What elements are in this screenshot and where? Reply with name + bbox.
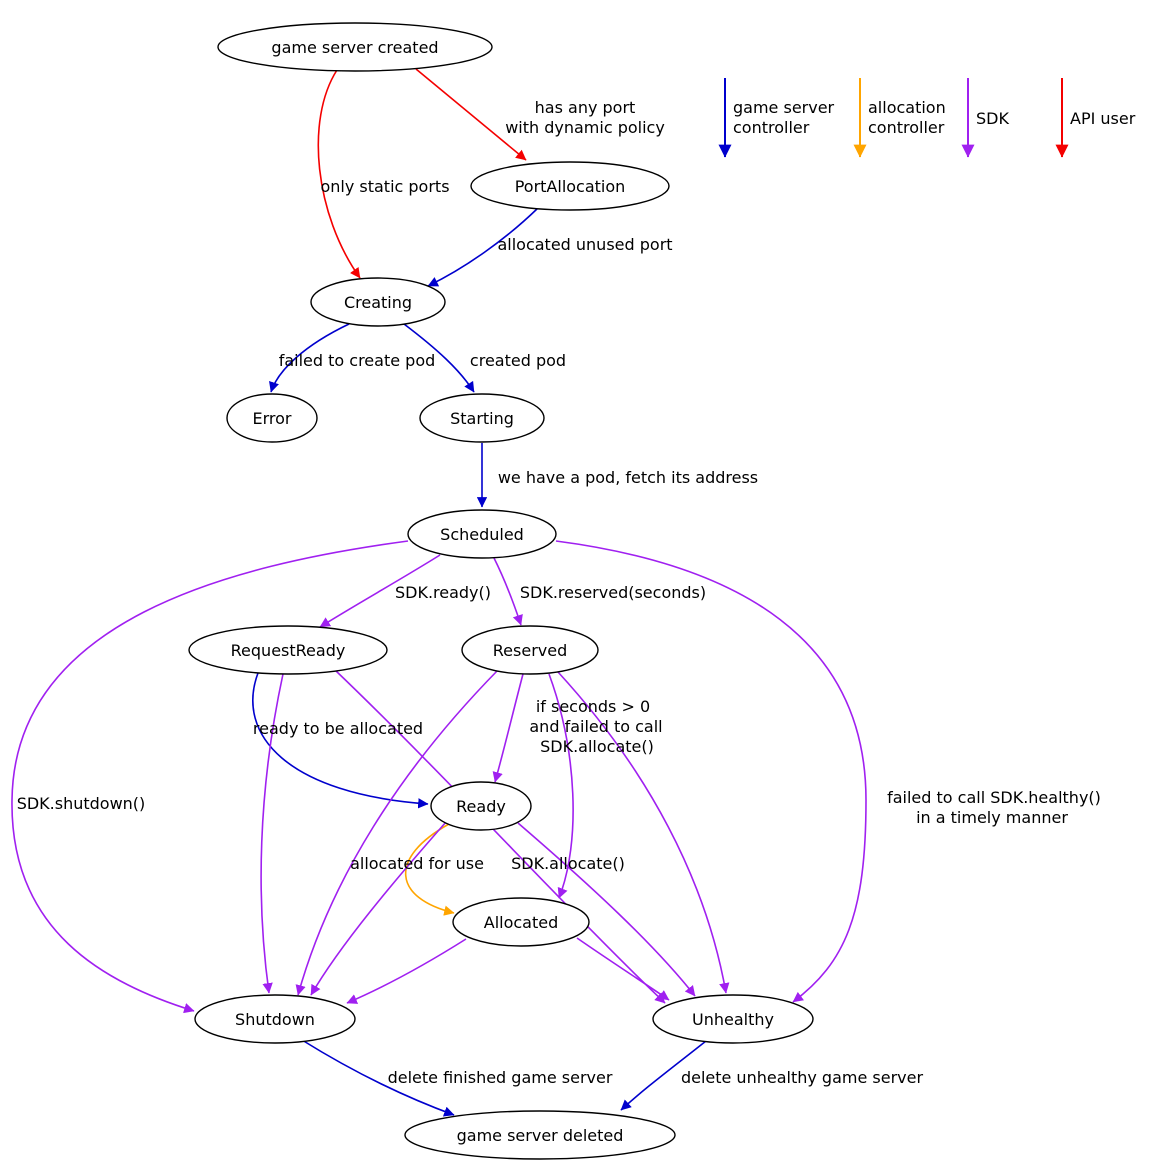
- node-error-shape: [226, 393, 318, 443]
- node-ready-shape: [430, 781, 532, 831]
- edge-reserved-to-unhealthy: [557, 671, 730, 994]
- edge-label-if-seconds-line1: if seconds > 0: [536, 697, 650, 716]
- edge-label-allocated-unused-port: allocated unused port: [497, 235, 672, 254]
- node-game-server-deleted-label: game server deleted: [457, 1126, 624, 1145]
- node-creating-label: Creating: [344, 293, 412, 312]
- edge-label-delete-unhealthy: delete unhealthy game server: [681, 1068, 924, 1087]
- node-scheduled: Scheduled: [407, 509, 557, 559]
- edge-label-has-any-port-line1: has any port: [535, 98, 636, 117]
- edge-allocated-to-shutdown: [346, 938, 467, 1004]
- edge-label-if-seconds-line2: and failed to call: [529, 717, 662, 736]
- edge-label-only-static-ports: only static ports: [320, 177, 449, 196]
- edge-label-if-seconds-line3: SDK.allocate(): [540, 737, 654, 756]
- edge-label-failed-to-create-pod: failed to create pod: [279, 351, 436, 370]
- edge-label-fetch-address: we have a pod, fetch its address: [498, 468, 758, 487]
- node-game-server-deleted: game server deleted: [404, 1110, 676, 1160]
- legend-label-controller-2: controller: [868, 118, 945, 137]
- node-creating: Creating: [310, 277, 446, 327]
- node-port-allocation-label: PortAllocation: [515, 177, 626, 196]
- node-starting-shape: [419, 393, 545, 443]
- edge-ready-to-unhealthy: [517, 822, 696, 997]
- edge-ready-to-allocated: [404, 823, 455, 916]
- node-shutdown-label: Shutdown: [235, 1010, 315, 1029]
- edge-creating-to-starting: [403, 323, 475, 393]
- node-allocated-shape: [452, 897, 590, 947]
- legend: game server controller allocation contro…: [718, 78, 1136, 158]
- edge-scheduled-to-requestready: [319, 554, 441, 628]
- edge-created-to-creating: [317, 69, 361, 279]
- node-request-ready-shape: [188, 625, 388, 675]
- node-reserved-label: Reserved: [493, 641, 567, 660]
- node-game-server-created-label: game server created: [271, 38, 438, 57]
- node-request-ready-label: RequestReady: [231, 641, 346, 660]
- edge-reserved-to-ready: [492, 673, 524, 783]
- edge-requestready-to-unhealthy: [334, 669, 666, 1004]
- node-game-server-created-shape: [217, 22, 493, 72]
- edge-scheduled-to-reserved: [493, 557, 523, 626]
- node-scheduled-label: Scheduled: [440, 525, 524, 544]
- edge-label-sdk-allocate: SDK.allocate(): [511, 854, 625, 873]
- edge-reserved-to-allocated: [548, 673, 574, 899]
- legend-item-sdk: SDK: [961, 78, 1009, 158]
- edge-label-allocated-for-use: allocated for use: [350, 854, 484, 873]
- node-unhealthy: Unhealthy: [652, 994, 814, 1044]
- edge-requestready-to-ready: [252, 672, 429, 809]
- edge-creating-to-error: [269, 323, 350, 393]
- node-request-ready: RequestReady: [188, 625, 388, 675]
- node-starting: Starting: [419, 393, 545, 443]
- edge-scheduled-to-shutdown: [11, 540, 409, 1014]
- edge-label-sdk-ready: SDK.ready(): [395, 583, 491, 602]
- edge-shutdown-to-deleted: [301, 1039, 455, 1117]
- legend-item-api-user: API user: [1055, 78, 1136, 158]
- legend-label-api-user: API user: [1070, 109, 1136, 128]
- edge-label-sdk-reserved: SDK.reserved(seconds): [520, 583, 706, 602]
- edge-unhealthy-to-deleted: [620, 1040, 707, 1111]
- edge-created-to-portallocation: [415, 68, 527, 161]
- node-creating-shape: [310, 277, 446, 327]
- node-game-server-deleted-shape: [404, 1110, 676, 1160]
- node-port-allocation-shape: [470, 161, 670, 211]
- legend-item-allocation-controller: allocation controller: [853, 78, 946, 158]
- edge-ready-to-shutdown: [310, 821, 447, 996]
- node-port-allocation: PortAllocation: [470, 161, 670, 211]
- node-ready-label: Ready: [456, 797, 506, 816]
- node-game-server-created: game server created: [217, 22, 493, 72]
- edge-label-created-pod: created pod: [470, 351, 566, 370]
- node-allocated: Allocated: [452, 897, 590, 947]
- edge-label-delete-finished: delete finished game server: [388, 1068, 613, 1087]
- node-shutdown-shape: [194, 994, 356, 1044]
- node-allocated-label: Allocated: [484, 913, 559, 932]
- legend-item-game-server-controller: game server controller: [718, 78, 835, 158]
- node-starting-label: Starting: [450, 409, 514, 428]
- legend-label-sdk: SDK: [976, 109, 1009, 128]
- edge-requestready-to-shutdown: [260, 673, 284, 994]
- node-scheduled-shape: [407, 509, 557, 559]
- node-reserved: Reserved: [461, 625, 599, 675]
- edge-label-failed-healthy-line1: failed to call SDK.healthy(): [887, 788, 1101, 807]
- edge-label-failed-healthy-line2: in a timely manner: [916, 808, 1068, 827]
- node-unhealthy-label: Unhealthy: [692, 1010, 774, 1029]
- edge-label-has-any-port-line2: with dynamic policy: [505, 118, 665, 137]
- legend-label-game-server: game server: [733, 98, 835, 117]
- edge-allocated-to-unhealthy: [576, 937, 670, 1001]
- legend-label-controller-1: controller: [733, 118, 810, 137]
- node-shutdown: Shutdown: [194, 994, 356, 1044]
- node-unhealthy-shape: [652, 994, 814, 1044]
- node-error-label: Error: [253, 409, 292, 428]
- node-error: Error: [226, 393, 318, 443]
- edge-label-ready-to-be-allocated: ready to be allocated: [253, 719, 423, 738]
- edge-label-sdk-shutdown: SDK.shutdown(): [17, 794, 146, 813]
- node-reserved-shape: [461, 625, 599, 675]
- edge-portallocation-to-creating: [427, 207, 539, 287]
- edge-scheduled-to-unhealthy: [555, 540, 867, 1003]
- edge-reserved-to-shutdown: [295, 669, 499, 996]
- node-ready: Ready: [430, 781, 532, 831]
- legend-label-allocation: allocation: [868, 98, 946, 117]
